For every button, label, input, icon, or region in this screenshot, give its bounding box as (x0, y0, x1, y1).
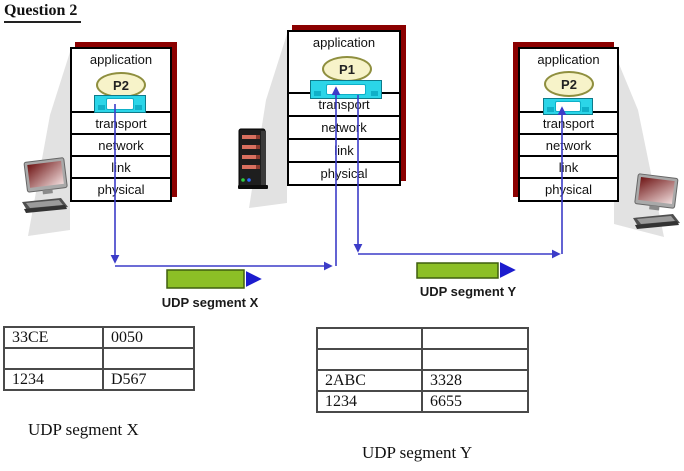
socket-door (106, 98, 134, 110)
layer-label: application (89, 52, 153, 67)
layer-application: application (289, 32, 399, 95)
layer-link: link (289, 138, 399, 161)
process-label: P2 (113, 77, 129, 93)
desktop-computer-icon (22, 157, 68, 213)
table-cell: 33CE (3, 326, 104, 349)
table-cell: 6655 (421, 390, 529, 413)
udp-segment-x-arrow-label: UDP segment X (161, 295, 259, 310)
layer-network: network (72, 133, 170, 155)
page-title: Question 2 (4, 2, 82, 23)
table-row (3, 347, 195, 370)
process-oval: P2 (544, 71, 594, 97)
table-cell: 3328 (421, 369, 529, 392)
layer-physical: physical (72, 177, 170, 200)
socket-door (326, 83, 366, 96)
process-oval: P2 (96, 72, 146, 98)
table-row (316, 348, 529, 371)
layer-label: link (111, 159, 131, 175)
desktop-computer-icon (633, 173, 680, 229)
layer-label: transport (542, 115, 595, 131)
table-cell: 1234 (3, 368, 104, 391)
server-icon (238, 128, 268, 189)
socket-tab (547, 107, 554, 112)
socket-tab (98, 105, 105, 110)
table-cell: 1234 (316, 390, 423, 413)
layer-label: transport (95, 115, 147, 131)
socket-tab (135, 105, 142, 110)
layer-network: network (520, 133, 617, 155)
table-cell (421, 348, 529, 371)
layer-label: network (98, 137, 144, 153)
layer-label: application (537, 52, 600, 67)
layer-label: link (334, 143, 354, 158)
layer-physical: physical (289, 161, 399, 184)
protocol-stack-middle: application transport network link physi… (287, 30, 401, 186)
table-cell (3, 347, 104, 370)
table-row: 2ABC 3328 (316, 369, 529, 392)
port-table-y: 2ABC 3328 1234 6655 (316, 327, 529, 413)
table-cell: D567 (102, 368, 195, 391)
layer-label: network (545, 137, 592, 153)
udp-segment-y-arrow-label: UDP segment Y (419, 284, 517, 299)
port-table-x: 33CE 0050 1234 D567 (3, 326, 195, 391)
process-label: P1 (339, 61, 355, 77)
table-row (316, 327, 529, 350)
process-oval: P1 (322, 56, 372, 82)
table-row: 1234 6655 (316, 390, 529, 413)
socket-tab (582, 107, 589, 112)
socket-icon (543, 98, 593, 115)
table-cell: 2ABC (316, 369, 423, 392)
layer-physical: physical (520, 177, 617, 200)
layer-application: application (520, 49, 617, 114)
socket-door (554, 101, 582, 112)
table-cell (316, 348, 423, 371)
layer-transport: transport (72, 111, 170, 133)
socket-tab (314, 91, 321, 96)
table-cell (316, 327, 423, 350)
layer-label: link (558, 159, 579, 175)
table-caption-y: UDP segment Y (362, 443, 473, 462)
socket-tab (371, 91, 378, 96)
layer-label: physical (320, 166, 368, 181)
layer-label: physical (545, 182, 592, 197)
layer-label: network (321, 120, 367, 135)
layer-network: network (289, 115, 399, 138)
layer-link: link (72, 155, 170, 177)
table-cell (102, 347, 195, 370)
socket-icon (94, 95, 146, 113)
layer-label: application (312, 35, 376, 50)
socket-icon (310, 80, 382, 99)
table-caption-x: UDP segment X (28, 420, 139, 439)
process-label: P2 (561, 76, 577, 92)
layer-label: physical (97, 182, 145, 197)
protocol-stack-right: application transport network link physi… (518, 47, 619, 202)
protocol-stack-left: application transport network link physi… (70, 47, 172, 202)
table-row: 1234 D567 (3, 368, 195, 391)
layer-label: transport (318, 97, 370, 112)
table-row: 33CE 0050 (3, 326, 195, 349)
table-cell: 0050 (102, 326, 195, 349)
table-cell (421, 327, 529, 350)
layer-link: link (520, 155, 617, 177)
layer-application: application (72, 49, 170, 114)
